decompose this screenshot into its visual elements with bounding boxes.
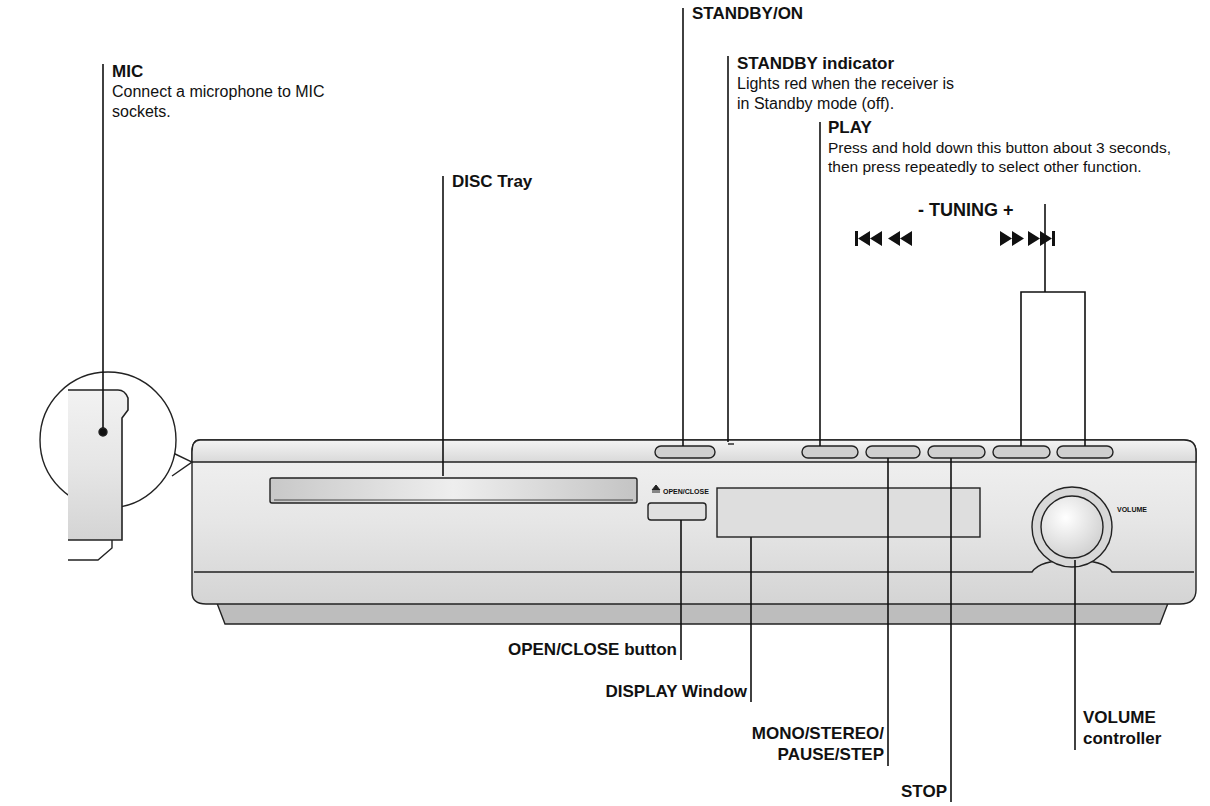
panel-print: VOLUME bbox=[1117, 506, 1147, 515]
part-note: Lights red when the receiver is in Stand… bbox=[737, 74, 965, 113]
part-note: Press and hold down this button about 3 … bbox=[828, 139, 1202, 177]
part-name: DISC Tray bbox=[452, 172, 532, 193]
part-name: VOLUME controller bbox=[1083, 708, 1193, 749]
part-name: STANDBY/ON bbox=[692, 4, 803, 25]
part-name: OPEN/CLOSE button bbox=[508, 640, 677, 661]
part-note: Connect a microphone to MIC sockets. bbox=[112, 82, 352, 121]
part-name: PLAY bbox=[828, 118, 872, 139]
part-name: STOP bbox=[901, 782, 947, 803]
panel-print: OPEN/CLOSE bbox=[663, 488, 709, 497]
part-name: STANDBY indicator bbox=[737, 54, 894, 75]
transport-symbols bbox=[855, 231, 1055, 246]
part-name: MIC bbox=[112, 62, 143, 83]
part-name: DISPLAY Window bbox=[605, 682, 747, 703]
part-name: MONO/STEREO/ PAUSE/STEP bbox=[749, 724, 884, 765]
part-name: - TUNING + bbox=[918, 200, 1014, 222]
